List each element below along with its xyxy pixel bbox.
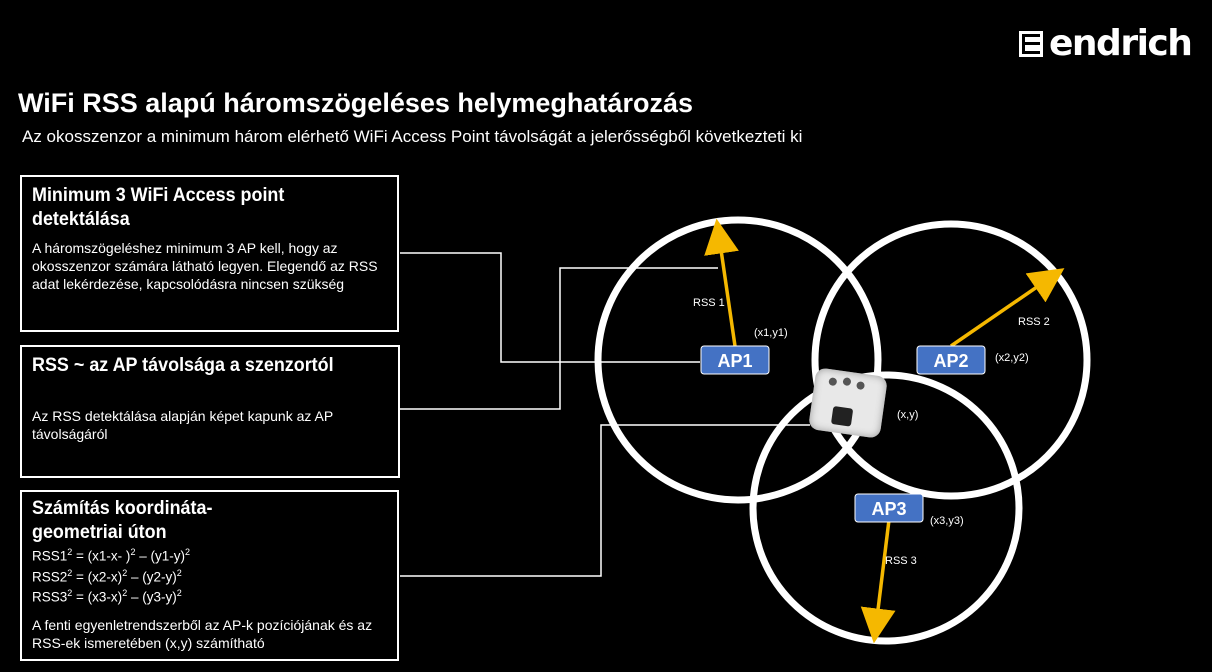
box-detection-title-2: detektálása	[32, 208, 130, 230]
box-rss-distance-title: RSS ~ az AP távolsága a szenzortól	[32, 354, 334, 376]
ap3-box	[854, 493, 924, 523]
ap3-coord: (x3,y3)	[930, 515, 964, 527]
ap1-box	[700, 345, 770, 375]
connector-line-2	[400, 267, 718, 410]
page-subtitle: Az okosszenzor a minimum három elérhető …	[22, 127, 803, 146]
box-calculation-title-2: geometriai úton	[32, 521, 167, 543]
ap1-label: AP1	[717, 351, 752, 371]
ap2-coord: (x2,y2)	[995, 352, 1029, 364]
ap3-label: AP3	[871, 499, 906, 519]
equation-2: RSS22 = (x2-x)2 – (y2-y)2	[32, 567, 182, 585]
box-detection: Minimum 3 WiFi Access point detektálása …	[20, 175, 399, 332]
connector-line-3	[400, 424, 810, 577]
equation-3: RSS32 = (x3-x)2 – (y3-y)2	[32, 588, 182, 605]
page-title: WiFi RSS alapú háromszögeléses helymegha…	[18, 88, 693, 118]
ap1-coord: (x1,y1)	[754, 327, 788, 339]
sensor-coord: (x,y)	[897, 409, 918, 421]
rss2-label: RSS 2	[1018, 316, 1050, 328]
box-rss-distance: RSS ~ az AP távolsága a szenzortól Az RS…	[20, 345, 400, 478]
connector-line-1	[400, 252, 700, 363]
box-calculation-title-1: Számítás koordináta-	[32, 497, 213, 519]
box-calculation-text: A fenti egyenletrendszerből az AP-k pozí…	[32, 616, 373, 651]
rss-arrow-3	[860, 519, 896, 644]
box-detection-text: A háromszögeléshez minimum 3 AP kell, ho…	[32, 240, 378, 292]
rss-arrow-1	[704, 218, 739, 347]
rss1-label: RSS 1	[693, 297, 725, 309]
equation-1: RSS12 = (x1-x- )2 – (y1-y)2	[32, 547, 190, 564]
logo-mark-icon	[1019, 31, 1043, 57]
endrich-logo: endrich	[1019, 23, 1193, 64]
rss3-label: RSS 3	[885, 555, 917, 567]
ap2-box	[916, 345, 986, 375]
box-detection-title-1: Minimum 3 WiFi Access point	[32, 184, 285, 206]
rss-arrow-2	[950, 268, 1065, 348]
box-rss-distance-text: Az RSS detektálása alapján képet kapunk …	[32, 408, 333, 442]
smart-sensor-device-icon	[808, 367, 888, 439]
ap2-label: AP2	[933, 351, 968, 371]
box-calculation: Számítás koordináta- geometriai úton RSS…	[20, 490, 399, 661]
logo-text: endrich	[1049, 23, 1193, 64]
range-circle-ap2	[811, 220, 1091, 500]
